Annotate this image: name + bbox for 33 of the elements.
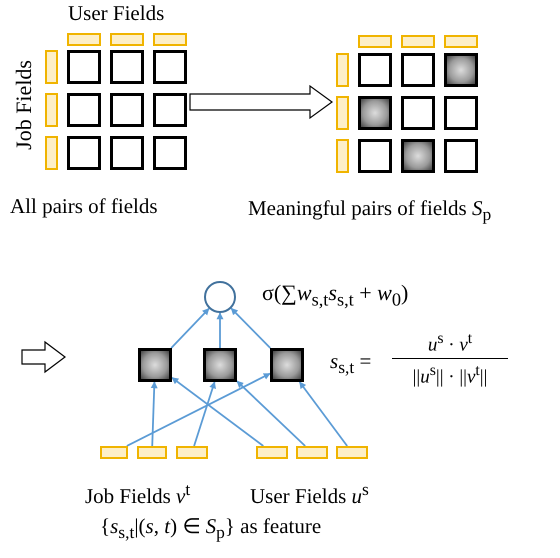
output-circle: [204, 281, 236, 313]
similarity-square: [270, 348, 304, 382]
matrix-drawing: [44, 31, 188, 171]
arrow: [170, 308, 210, 349]
label: s$_{s,t}$ =: [330, 350, 372, 378]
field-bar: [137, 446, 167, 459]
label: User Fields u$^{s}$: [250, 480, 369, 508]
label: {s$_{s,t}$|(s, t) ∈ S$_{p}$} as feature: [100, 515, 322, 542]
field-bar: [176, 446, 208, 459]
arrow: [150, 381, 158, 446]
label: Job Fields v$^{t}$: [85, 480, 190, 508]
field-bar: [336, 446, 368, 459]
arrow: [193, 381, 216, 446]
label: ||u$^{s}$|| · ||v$^{t}$||: [412, 362, 488, 388]
similarity-square: [203, 348, 237, 382]
matrix-drawing: [334, 33, 479, 173]
node-label: σ(∑w$_{s,t}$s$_{s,t}$ + w$_{0}$): [262, 281, 408, 310]
similarity-square: [138, 348, 172, 382]
arrow: [126, 372, 271, 447]
arrow: [230, 308, 271, 349]
node-label: All pairs of fields: [10, 195, 158, 218]
field-bar: [296, 446, 328, 459]
label: u$^{s}$ · v$^{t}$: [392, 330, 508, 360]
arrow: [216, 312, 224, 348]
arrow: [236, 380, 306, 447]
arrow: [171, 377, 264, 447]
node-label: User Fields: [68, 2, 164, 26]
field-bar: [100, 446, 128, 459]
block-arrow: [189, 84, 334, 120]
field-bar: [256, 446, 288, 459]
arrow: [298, 381, 348, 447]
node-label: Meaningful pairs of fields S$_{p}$: [248, 197, 492, 224]
node-label: Job Fields: [12, 60, 36, 150]
